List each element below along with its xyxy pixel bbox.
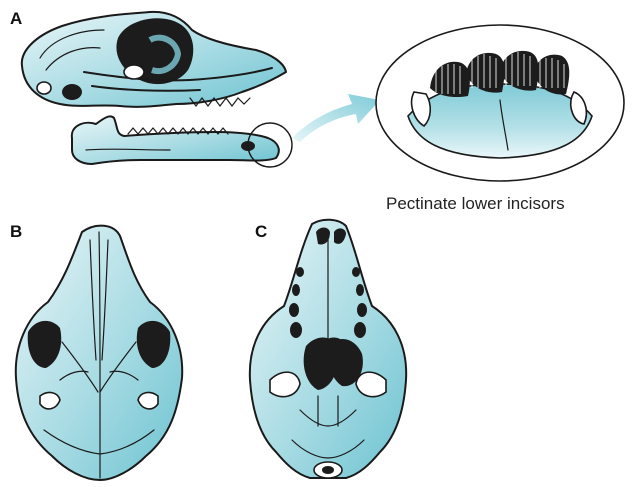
lateral-skull bbox=[22, 12, 286, 107]
magnification-arrow bbox=[292, 94, 380, 142]
incisor-inset bbox=[376, 25, 624, 181]
dorsal-skull bbox=[16, 226, 182, 480]
ventral-skull bbox=[250, 220, 406, 478]
lower-jaw bbox=[72, 116, 292, 167]
